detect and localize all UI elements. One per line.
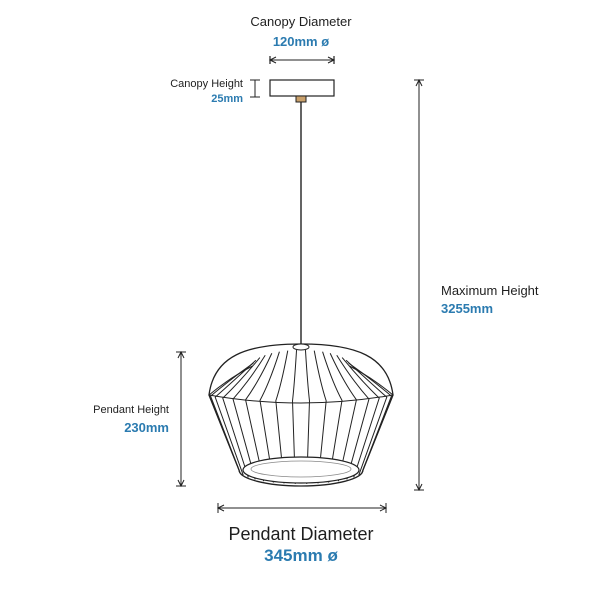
shade-rib	[348, 362, 393, 473]
canopy-diameter-value: 120mm ø	[272, 34, 330, 49]
shade-rib	[259, 351, 280, 483]
maximum-height-value: 3255mm	[441, 301, 494, 316]
pendant-height-value: 230mm	[124, 420, 169, 435]
canopy-diameter-label: Canopy Diameter	[250, 14, 352, 29]
canopy-height-value: 25mm	[211, 93, 243, 105]
pendant-height-dimension	[176, 350, 186, 488]
canopy-height-dimension	[250, 79, 260, 98]
maximum-height-label: Maximum Height	[441, 283, 539, 298]
shade-rib	[222, 357, 261, 478]
canopy	[269, 79, 335, 103]
lamp-shade	[208, 343, 394, 487]
maximum-height-dimension	[414, 78, 424, 492]
shade-rib	[313, 350, 327, 484]
shade-rib	[292, 350, 298, 484]
pendant-height-label: Pendant Height	[93, 404, 169, 416]
shade-rib	[304, 350, 310, 484]
canopy-diameter-dimension	[268, 56, 336, 64]
pendant-diameter-label: Pendant Diameter	[228, 524, 374, 544]
shade-rib	[322, 351, 343, 483]
canopy-height-label: Canopy Height	[170, 78, 243, 90]
pendant-diameter-dimension	[216, 503, 388, 513]
shade-rib	[341, 357, 380, 478]
shade-rib	[214, 359, 257, 476]
shade-rib	[275, 350, 289, 484]
pendant-diameter-value: 345mm ø	[264, 546, 338, 565]
